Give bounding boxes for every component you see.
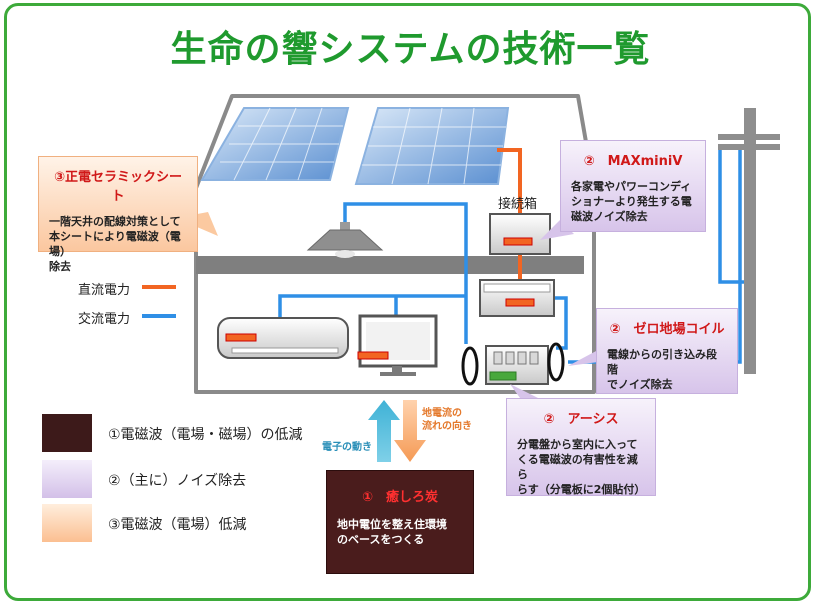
legend-swatch-electric-field: [42, 504, 92, 542]
maxminiv-title: ② MAXminiV: [583, 154, 683, 169]
maxminiv-body-line: ショナーより発生する電: [571, 195, 692, 208]
electron-flow-arrow: [368, 400, 400, 462]
ceramic-sheet-title: ③正電セラミックシート: [53, 170, 182, 204]
television: [357, 314, 438, 376]
charcoal-callout: ① 癒しろ炭 地中電位を整え住環境 のベースをつくる: [326, 470, 474, 574]
earth-current-arrow: [394, 400, 426, 462]
earthing-body: 分電盤から室内に入って くる電磁波の有害性を減ら らす（分電板に2個貼付）: [517, 437, 645, 497]
utility-pole: [718, 108, 780, 374]
power-conditioner: [479, 279, 555, 317]
ceiling-floor-band: [196, 256, 584, 274]
dc-power-label: 直流電力: [78, 283, 131, 298]
electron-flow-label: 電子の動き: [322, 442, 372, 453]
maxminiv-body-line: 各家電やパワーコンディ: [571, 180, 692, 193]
charcoal-title: ① 癒しろ炭: [361, 490, 438, 505]
earthing-body-line: 分電盤から室内に入って: [517, 438, 638, 451]
legend-label-noise-removal: ②（主に）ノイズ除去: [108, 473, 247, 489]
ceramic-sheet-body-line: 除去: [49, 260, 71, 273]
maxminiv-pointer: [540, 220, 574, 240]
earth-current-label-1: 地電流の: [422, 408, 462, 419]
zero-coil-callout: ② ゼロ地場コイル 電線からの引き込み段階 でノイズ除去: [596, 308, 738, 394]
earthing-callout: ② アーシス 分電盤から室内に入って くる電磁波の有害性を減ら らす（分電板に2…: [506, 398, 656, 496]
dc-wiring: [497, 148, 522, 280]
maxminiv-body-line: 磁波ノイズ除去: [571, 210, 648, 223]
charcoal-body: 地中電位を整え住環境 のベースをつくる: [337, 517, 463, 547]
zero-coil-title: ② ゼロ地場コイル: [609, 322, 725, 337]
page-title: 生命の響システムの技術一覧: [170, 29, 651, 70]
earthing-title: ② アーシス: [543, 412, 619, 427]
legend-swatch-noise-removal: [42, 460, 92, 498]
zero-coil-body-line: 電線からの引き込み段階: [607, 348, 717, 376]
legend-label-emf-reduction: ①電磁波（電場・磁場）の低減: [108, 427, 303, 443]
legend-label-electric-field: ③電磁波（電場）低減: [108, 517, 247, 533]
earthing-pointer: [510, 384, 538, 398]
air-conditioner: [217, 317, 349, 359]
ceramic-sheet-body-line: 一階天井の配線対策として: [49, 215, 181, 228]
charcoal-body-line: のベースをつくる: [337, 533, 425, 546]
distribution-board: [461, 342, 565, 386]
junction-box-label: 接続箱: [498, 197, 538, 212]
ac-power-label: 交流電力: [78, 312, 131, 327]
zero-coil-body: 電線からの引き込み段階 でノイズ除去: [607, 347, 727, 392]
ceramic-sheet-body-line: 本シートにより電磁波（電場）: [49, 230, 181, 258]
ceramic-sheet-callout: ③正電セラミックシート 一階天井の配線対策として 本シートにより電磁波（電場） …: [38, 156, 198, 273]
charcoal-body-line: 地中電位を整え住環境: [337, 518, 447, 531]
solar-panel-right: [354, 107, 510, 185]
earth-current-label-2: 流れの向き: [422, 421, 472, 432]
earthing-body-line: らす（分電板に2個貼付）: [517, 483, 646, 496]
ceiling-lamp: [306, 222, 384, 258]
maxminiv-body: 各家電やパワーコンディ ショナーより発生する電 磁波ノイズ除去: [571, 179, 695, 224]
zero-coil-body-line: でノイズ除去: [607, 378, 673, 391]
zero-coil-pointer: [568, 350, 598, 366]
legend-swatch-emf-reduction: [42, 414, 92, 452]
solar-panel-left: [200, 107, 350, 181]
maxminiv-callout: ② MAXminiV 各家電やパワーコンディ ショナーより発生する電 磁波ノイズ…: [560, 140, 706, 232]
earthing-body-line: くる電磁波の有害性を減ら: [517, 453, 638, 481]
ceramic-sheet-body: 一階天井の配線対策として 本シートにより電磁波（電場） 除去: [49, 214, 187, 274]
junction-box: [489, 213, 551, 255]
